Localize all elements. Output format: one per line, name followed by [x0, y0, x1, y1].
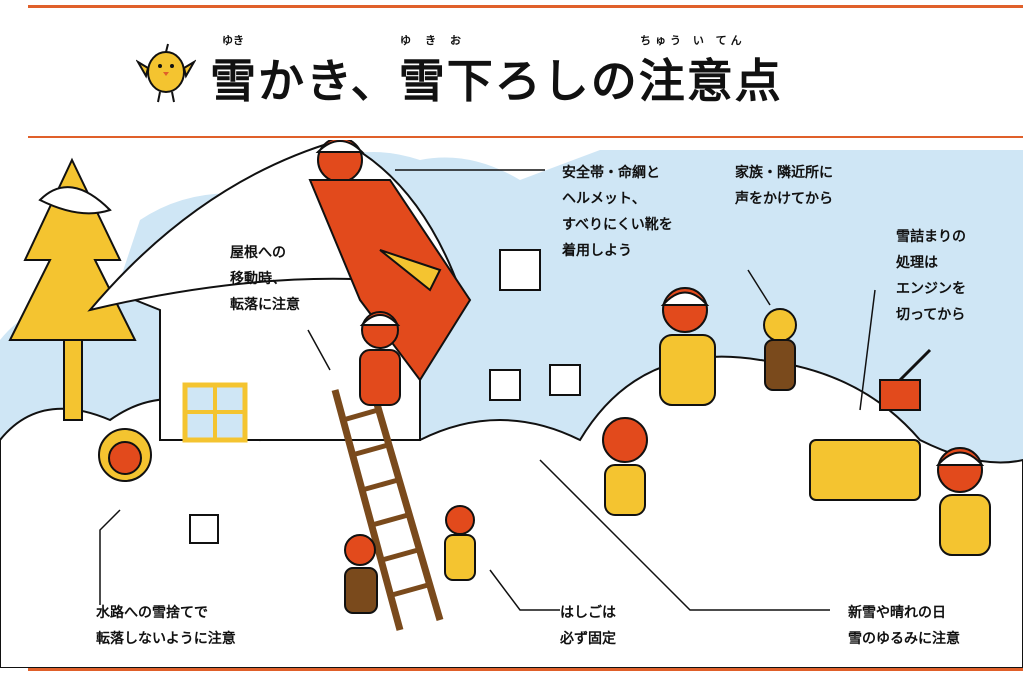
- snow-scene-illustration: [0, 140, 1023, 668]
- worker-on-ladder: [359, 311, 401, 406]
- snowblower-operator: [935, 447, 991, 556]
- person-in-snow: [98, 428, 152, 482]
- ladder: [331, 379, 444, 631]
- caption-safety: 安全帯・命綱とヘルメット、すべりにくい靴を着用しよう: [562, 165, 673, 259]
- worker-on-roof: [308, 140, 472, 382]
- child-person: [763, 308, 797, 391]
- snowblower: [809, 348, 932, 501]
- snow-block: [549, 364, 581, 396]
- caption-ladder: はしごは必ず固定: [560, 605, 616, 647]
- snow-block: [489, 369, 521, 401]
- illustration: 屋根への移動時、転落に注意 安全帯・命綱とヘルメット、すべりにくい靴を着用しよう…: [0, 140, 1023, 668]
- header-rule: [28, 136, 1023, 138]
- snow-ground: [0, 355, 1023, 668]
- caption-family: 家族・隣近所に声をかけてから: [735, 165, 833, 207]
- title-ruby-3: ちゅう い てん: [640, 34, 746, 47]
- header: ゆき ゆきお ちゅう い てん 雪かき、雪下ろしの注意点: [0, 0, 1023, 136]
- title-ruby-1: ゆき: [222, 34, 244, 47]
- chick-mascot-icon: [136, 43, 196, 103]
- page-title: 雪かき、雪下ろしの注意点: [210, 54, 783, 108]
- person-holding-ladder: [344, 505, 476, 614]
- caption-ditch: 水路への雪捨てで転落しないように注意: [96, 605, 236, 647]
- snow-block: [189, 514, 219, 544]
- person-walking: [602, 417, 648, 516]
- caption-roof: 屋根への移動時、転落に注意: [230, 245, 300, 313]
- callout-lines: [99, 169, 876, 611]
- top-rule: [28, 5, 1023, 8]
- caption-blower: 雪詰まりの処理はエンジンを切ってから: [896, 229, 966, 323]
- title-ruby-2: ゆきお: [400, 34, 475, 47]
- caption-newsnow: 新雪や晴れの日雪のゆるみに注意: [848, 605, 960, 647]
- bottom-rule: [28, 668, 1023, 671]
- person-pointing: [659, 287, 716, 406]
- snow-block: [499, 249, 541, 291]
